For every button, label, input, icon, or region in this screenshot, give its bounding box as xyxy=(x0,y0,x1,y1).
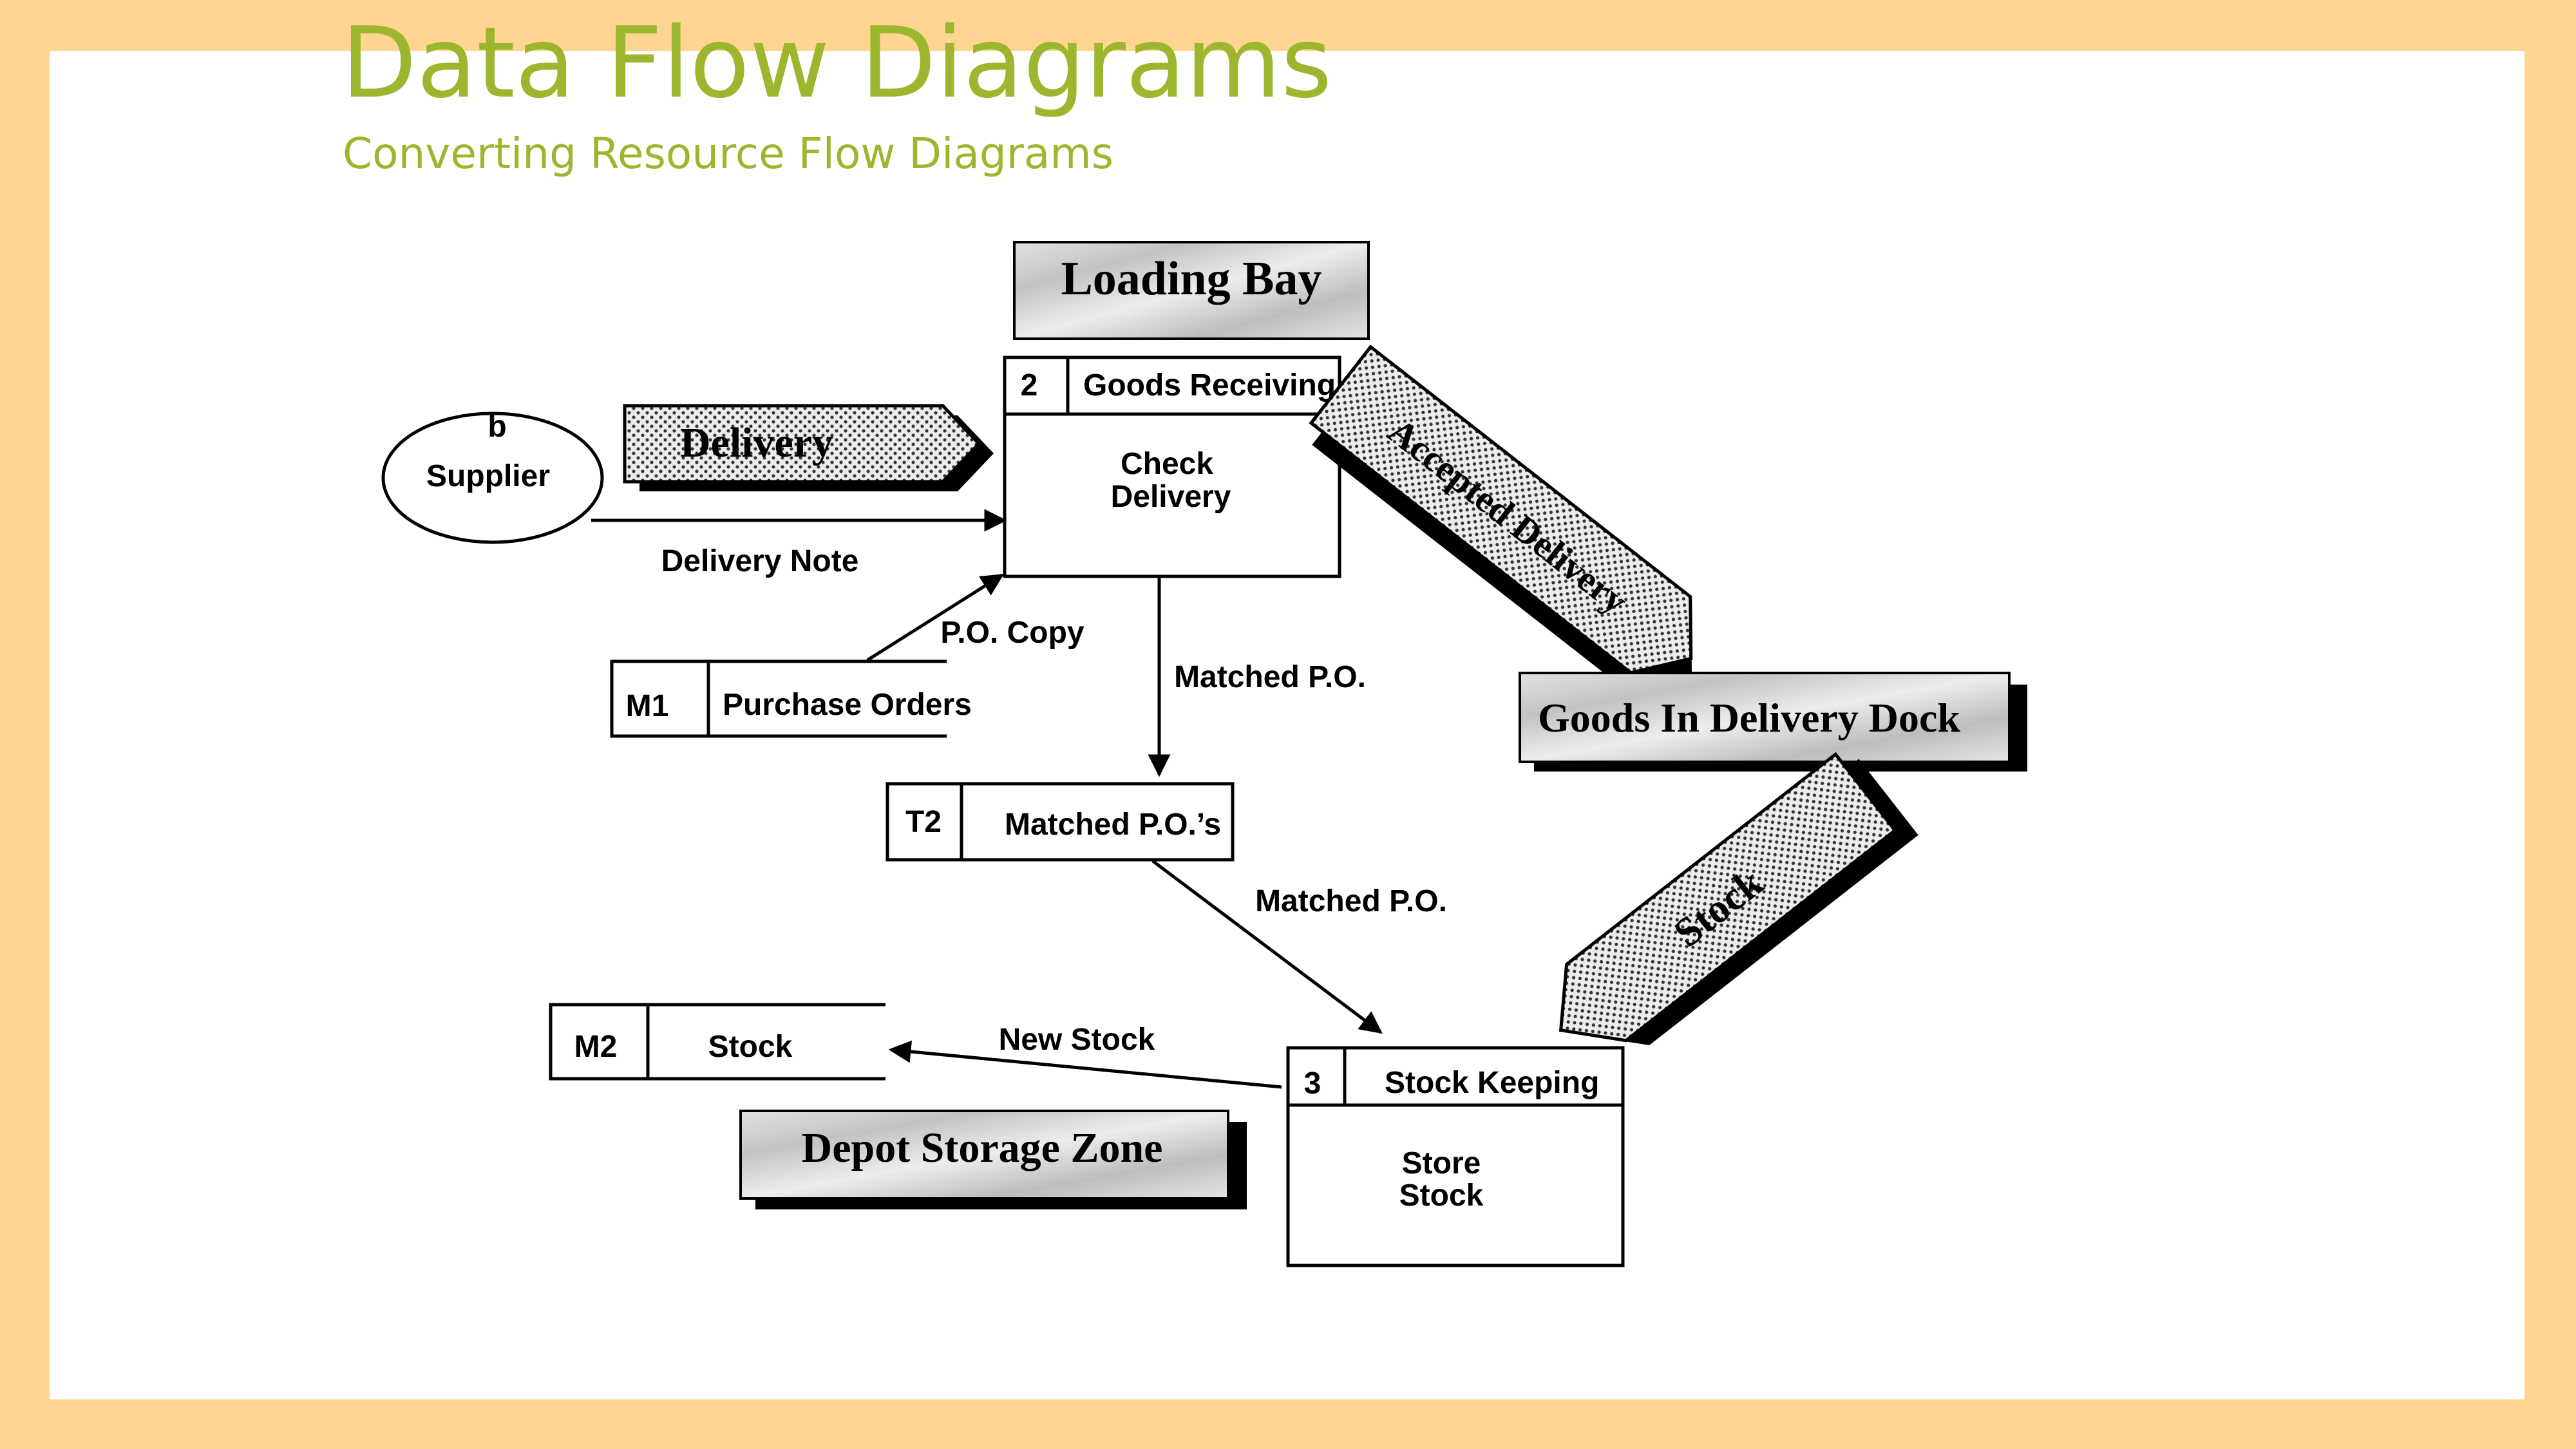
slide-title: Data Flow Diagrams xyxy=(341,6,1332,120)
t2-label: Matched P.O.’s xyxy=(1005,808,1221,842)
process-3-id: 3 xyxy=(1304,1066,1321,1101)
location-loading-bay: Loading Bay xyxy=(1013,241,1370,340)
process-2-location: Goods Receiving xyxy=(1083,368,1336,402)
new-stock-flow xyxy=(888,1040,1282,1089)
new-stock-label: New Stock xyxy=(999,1023,1155,1057)
process-2-id: 2 xyxy=(1021,368,1038,402)
external-entity-supplier: b Supplier xyxy=(381,410,604,544)
po-copy-label: P.O. Copy xyxy=(940,616,1084,650)
resource-flow-stock: Stock xyxy=(1558,752,1918,1045)
matched-po-label-2: Matched P.O. xyxy=(1255,884,1447,918)
process-check-delivery: 2 Goods Receiving Check Delivery xyxy=(1003,355,1341,578)
po-copy-flow xyxy=(866,573,1004,662)
process-3-name-line1: Store xyxy=(1402,1146,1481,1180)
slide-subtitle: Converting Resource Flow Diagrams xyxy=(343,129,1114,178)
process-2-name-line1: Check xyxy=(1121,447,1213,481)
resource-flow-delivery: Delivery xyxy=(623,404,994,491)
supplier-label: Supplier xyxy=(426,459,550,493)
m2-label: Stock xyxy=(708,1030,793,1064)
t2-id: T2 xyxy=(905,805,942,839)
location-depot-storage-zone: Depot Storage Zone xyxy=(739,1110,1247,1209)
data-store-purchase-orders: M1 Purchase Orders xyxy=(610,659,972,738)
supplier-id: b xyxy=(488,410,506,444)
process-store-stock: 3 Stock Keeping Store Stock xyxy=(1286,1046,1625,1267)
m1-label: Purchase Orders xyxy=(723,688,972,722)
matched-po-flow-2 xyxy=(1151,860,1383,1034)
process-2-name-line2: Delivery xyxy=(1111,480,1231,514)
delivery-label: Delivery xyxy=(680,419,833,466)
loading-bay-label: Loading Bay xyxy=(1061,252,1321,305)
m2-id: M2 xyxy=(574,1030,618,1064)
depot-storage-zone-label: Depot Storage Zone xyxy=(802,1124,1163,1171)
data-store-stock: M2 Stock xyxy=(549,1003,886,1081)
delivery-note-label: Delivery Note xyxy=(661,544,859,578)
location-goods-in-delivery-dock: Goods In Delivery Dock xyxy=(1519,672,2027,772)
matched-po-label-1: Matched P.O. xyxy=(1174,660,1366,694)
data-store-matched-pos: T2 Matched P.O.’s xyxy=(886,782,1235,862)
goods-in-delivery-dock-label: Goods In Delivery Dock xyxy=(1538,695,1960,741)
m1-id: M1 xyxy=(626,689,669,723)
process-3-location: Stock Keeping xyxy=(1385,1066,1599,1100)
process-3-name-line2: Stock xyxy=(1399,1179,1484,1213)
